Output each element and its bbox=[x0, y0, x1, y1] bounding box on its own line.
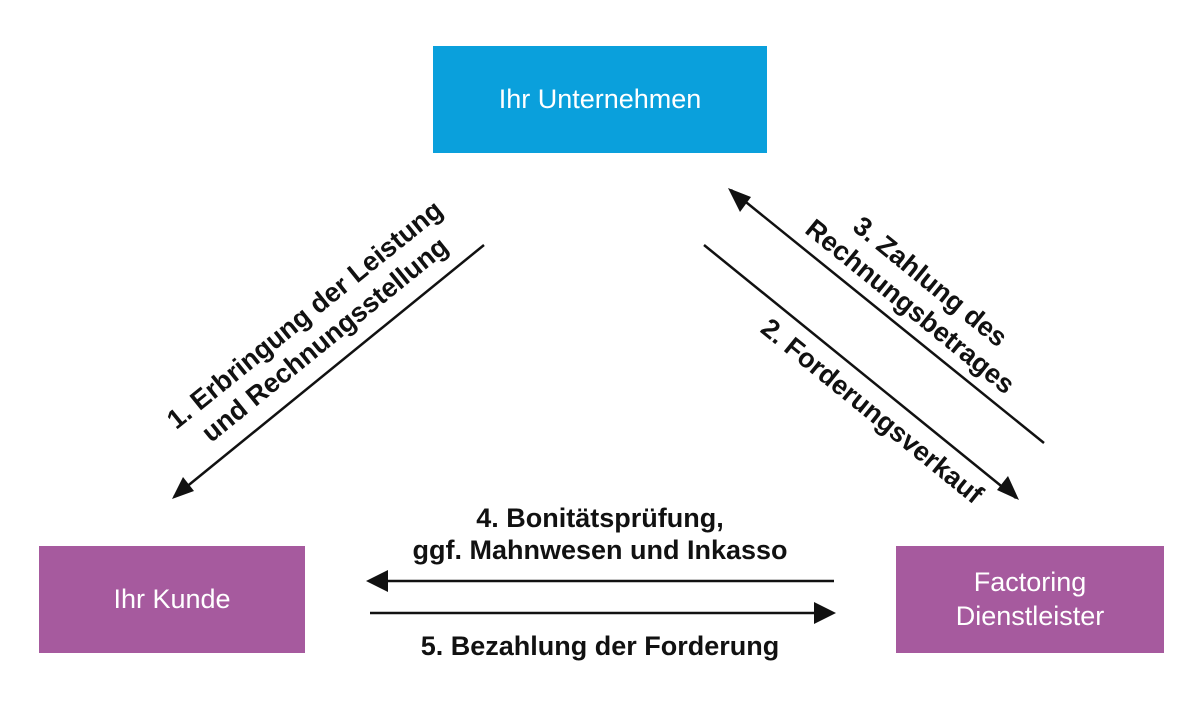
edge-label-4-line1: 4. Bonitätsprüfung, bbox=[476, 503, 724, 533]
node-your-company: Ihr Unternehmen bbox=[433, 46, 767, 153]
node-factoring-provider-label-line2: Dienstleister bbox=[955, 600, 1105, 631]
edge-label-4-line2: ggf. Mahnwesen und Inkasso bbox=[412, 535, 788, 566]
arrowhead-1 bbox=[172, 477, 194, 499]
arrow-1-company-to-customer bbox=[173, 244, 485, 498]
edge-label-4: 4. Bonitätsprüfung, ggf. Mahnwesen und I… bbox=[380, 502, 820, 567]
arrowhead-2 bbox=[997, 476, 1019, 500]
arrow-3-factor-to-company bbox=[730, 189, 1045, 444]
node-factoring-provider: Factoring Dienstleister bbox=[896, 546, 1164, 653]
node-your-company-label: Ihr Unternehmen bbox=[498, 83, 702, 114]
edge-label-5-line1: 5. Bezahlung der Forderung bbox=[420, 631, 780, 661]
arrowhead-3 bbox=[728, 188, 751, 212]
arrow-2-company-to-factor bbox=[703, 244, 1017, 499]
node-factoring-provider-label-line1: Factoring bbox=[973, 566, 1087, 597]
arrowhead-4 bbox=[366, 570, 388, 592]
edge-label-5: 5. Bezahlung der Forderung bbox=[380, 630, 820, 662]
node-your-customer-label: Ihr Kunde bbox=[113, 583, 231, 614]
arrowhead-5 bbox=[814, 602, 836, 624]
node-your-customer: Ihr Kunde bbox=[39, 546, 305, 653]
